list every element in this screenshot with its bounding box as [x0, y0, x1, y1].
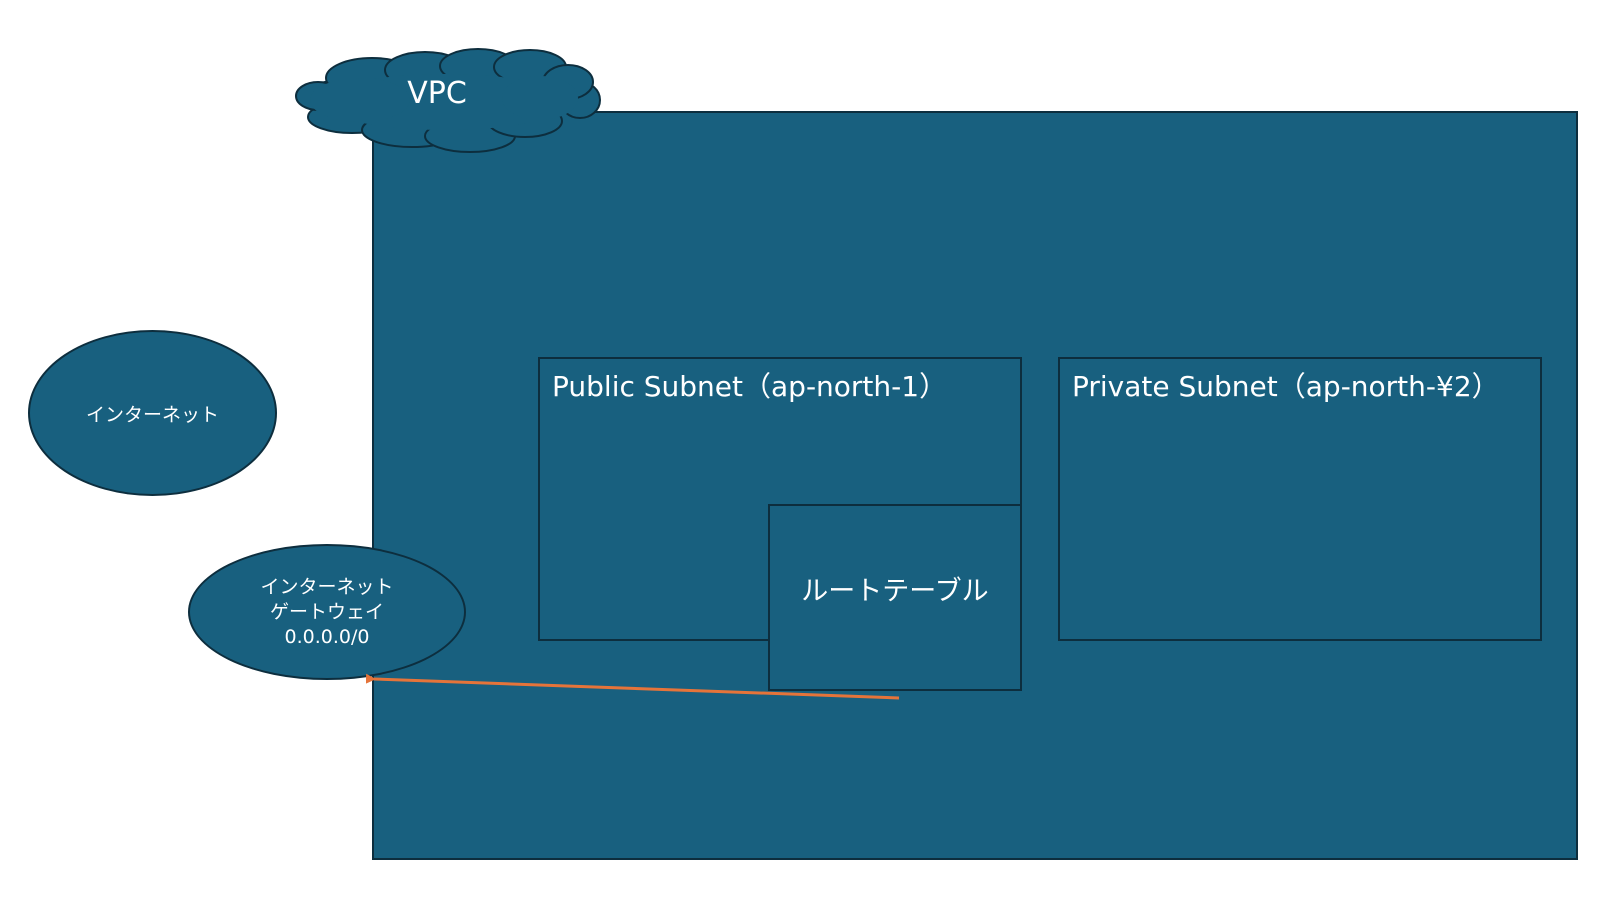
- route-table-label: ルートテーブル: [801, 576, 989, 607]
- internet-gateway-node: インターネット ゲートウェイ 0.0.0.0/0: [188, 544, 466, 680]
- internet-gateway-label-line2: ゲートウェイ: [269, 600, 384, 623]
- internet-gateway-label-line1: インターネット: [260, 575, 394, 598]
- private-subnet-label: Private Subnet（ap-north-¥2）: [1072, 370, 1500, 403]
- vpc-label: VPC: [407, 76, 467, 111]
- internet-label: インターネット: [85, 403, 219, 426]
- private-subnet: Private Subnet（ap-north-¥2）: [1058, 357, 1542, 641]
- internet-gateway-cidr: 0.0.0.0/0: [284, 625, 370, 648]
- route-table: ルートテーブル: [768, 504, 1022, 691]
- internet-node: インターネット: [28, 330, 277, 496]
- public-subnet-label: Public Subnet（ap-north-1）: [552, 370, 948, 403]
